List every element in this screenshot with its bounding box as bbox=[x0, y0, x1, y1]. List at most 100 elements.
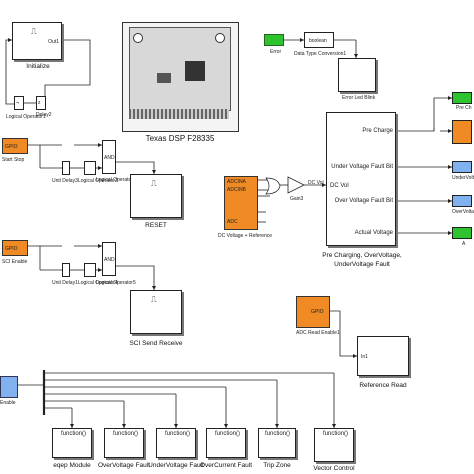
reset-title: RESET bbox=[145, 222, 167, 229]
function-trip-zone[interactable]: function() bbox=[258, 428, 296, 458]
adc-read-enable-label: ADC Read Enable1 bbox=[296, 330, 340, 336]
reference-read-subsystem[interactable]: In1 bbox=[357, 336, 409, 376]
logical-and-block[interactable]: AND bbox=[102, 140, 116, 174]
sci-and-text: AND bbox=[104, 257, 115, 263]
function-overcurrent-fault[interactable]: function() bbox=[206, 428, 246, 458]
logical-operator-2-label: Logical Operator2 bbox=[78, 178, 118, 184]
logical-operator-3-label: Logical Operator3 bbox=[96, 177, 136, 183]
pre-charging-out-3: Over Voltage Fault Bit bbox=[334, 198, 393, 204]
delay-block[interactable]: z bbox=[36, 96, 46, 110]
adc-line-2: ADCINB bbox=[227, 187, 246, 193]
error-led-blink-label: Error Led Blink bbox=[342, 95, 376, 101]
sci-enable-gpio-block[interactable]: GPIO bbox=[2, 240, 28, 256]
board-pcb bbox=[129, 27, 231, 111]
pre-charging-title-1: Pre Charging, OverVoltage, bbox=[322, 252, 402, 259]
initialize-title: Initialize bbox=[26, 63, 50, 70]
output-actual-voltage-label: A bbox=[462, 241, 466, 247]
pre-charging-title-2: UnderVoltage Fault bbox=[334, 261, 390, 268]
sci-gpio-text: GPIO bbox=[5, 246, 18, 252]
function-undervoltage-label: function() bbox=[165, 431, 191, 437]
unit-delay-1-block[interactable] bbox=[62, 263, 70, 277]
function-eqep-label: function() bbox=[61, 431, 87, 437]
function-eqep-title: eqep Module bbox=[53, 462, 91, 469]
start-stop-gpio-text: GPIO bbox=[5, 144, 18, 150]
output-gpio-orange[interactable] bbox=[452, 120, 472, 144]
function-eqep-module[interactable]: function() bbox=[52, 428, 92, 458]
logical-operator-4-block[interactable] bbox=[84, 263, 96, 277]
function-trip-zone-label: function() bbox=[265, 431, 291, 437]
board-mount-hole bbox=[133, 33, 143, 43]
pre-charging-inport: DC Vol bbox=[330, 183, 349, 189]
reset-subsystem[interactable]: ⎍ bbox=[130, 174, 182, 218]
board-connector bbox=[129, 109, 229, 119]
unit-delay-3-label: Unit Delay3 bbox=[52, 178, 78, 184]
data-type-conversion-label: Data Type Conversion1 bbox=[294, 51, 347, 57]
enable-source-label: Enable bbox=[0, 400, 16, 406]
function-undervoltage-fault[interactable]: function() bbox=[156, 428, 196, 458]
function-vector-control-label: function() bbox=[323, 431, 349, 437]
start-stop-gpio-block[interactable]: GPIO bbox=[2, 138, 28, 154]
function-undervoltage-title: UnderVoltage Fault bbox=[148, 462, 204, 469]
adc-text: ADC bbox=[227, 219, 238, 225]
error-gpio-block[interactable] bbox=[264, 34, 284, 46]
logical-operator-5-label: Logical Operator5 bbox=[96, 280, 136, 286]
sci-and-block[interactable]: AND bbox=[102, 242, 116, 276]
board-mount-hole-2 bbox=[215, 33, 225, 43]
adc-read-enable-block[interactable]: GPIO bbox=[296, 296, 330, 328]
output-undervoltage[interactable] bbox=[452, 161, 472, 173]
and-text: AND bbox=[104, 155, 115, 161]
logical-operator-4-label: Logical Operator4 bbox=[78, 280, 118, 286]
logical-operator-2-block[interactable] bbox=[84, 161, 96, 175]
pre-charging-out-1: Pre Charge bbox=[362, 128, 393, 134]
delay-icon: z bbox=[38, 100, 41, 106]
sci-send-receive-title: SCI Send Receive bbox=[129, 340, 183, 347]
logical-operator-block[interactable]: ¬ bbox=[14, 96, 24, 110]
function-vector-control[interactable]: function() bbox=[314, 428, 354, 462]
texas-dsp-caption: Texas DSP F28335 bbox=[145, 134, 215, 143]
output-undervoltage-label: UnderVolt bbox=[452, 175, 474, 181]
dc-voltage-adc-block[interactable]: ADCINA ADCINB ADC bbox=[224, 176, 258, 230]
reference-read-title: Reference Read bbox=[359, 382, 407, 389]
boolean-text: boolean bbox=[309, 38, 327, 44]
enable-source-block[interactable] bbox=[0, 376, 18, 398]
pre-charging-subsystem[interactable]: DC Vol Pre Charge Under Voltage Fault Bi… bbox=[326, 112, 396, 246]
start-stop-label: Start Stop bbox=[2, 157, 25, 163]
output-pre-charge[interactable] bbox=[452, 92, 472, 104]
board-chip-small bbox=[157, 73, 171, 83]
function-overvoltage-title: OverVoltage Fault bbox=[97, 462, 151, 469]
dc-voltage-label: DC Voltage + Reference bbox=[218, 233, 273, 239]
delay-label: Delay2 bbox=[36, 112, 52, 118]
adc-line-1: ADCINA bbox=[227, 179, 246, 185]
function-trip-zone-title: Trip Zone bbox=[263, 462, 291, 469]
error-label: Error bbox=[270, 49, 282, 55]
gain-label: Gain3 bbox=[290, 196, 304, 202]
output-overvoltage-label: OverVolta bbox=[452, 209, 474, 215]
output-overvoltage[interactable] bbox=[452, 195, 472, 207]
output-pre-charge-label: Pre Ch bbox=[456, 105, 472, 111]
output-actual-voltage[interactable] bbox=[452, 227, 472, 239]
board-chip bbox=[185, 61, 205, 81]
pre-charging-out-2: Under Voltage Fault Bit bbox=[331, 164, 393, 170]
data-type-conversion-block[interactable]: boolean bbox=[304, 32, 334, 48]
texas-dsp-board-image bbox=[122, 22, 239, 132]
sci-enable-label: SCI Enable bbox=[2, 259, 28, 265]
or-gate-symbol bbox=[265, 177, 281, 195]
sci-send-receive-subsystem[interactable]: ⎍ bbox=[130, 290, 182, 334]
gain-block bbox=[287, 176, 305, 194]
pulse-icon: ⎍ bbox=[151, 295, 157, 304]
pulse-icon: ⎍ bbox=[151, 179, 157, 188]
adc-read-gpio-text: GPIO bbox=[311, 309, 324, 315]
initialize-subsystem[interactable]: ⎍ Out1 bbox=[12, 22, 62, 60]
error-led-blink-block[interactable] bbox=[338, 58, 376, 92]
function-overvoltage-fault[interactable]: function() bbox=[104, 428, 144, 458]
dc-vol-signal-label: DC Vol bbox=[308, 180, 324, 186]
reference-read-inport: In1 bbox=[361, 354, 368, 360]
logical-operator-label: Logical Operator1 bbox=[6, 114, 46, 120]
not-icon: ¬ bbox=[16, 100, 19, 106]
initialize-outport: Out1 bbox=[48, 39, 59, 45]
function-overcurrent-label: function() bbox=[215, 431, 241, 437]
function-overcurrent-title: OverCurrent Fault bbox=[199, 462, 253, 469]
unit-delay-3-block[interactable] bbox=[62, 161, 70, 175]
unit-delay-1-label: Unit Delay1 bbox=[52, 280, 78, 286]
